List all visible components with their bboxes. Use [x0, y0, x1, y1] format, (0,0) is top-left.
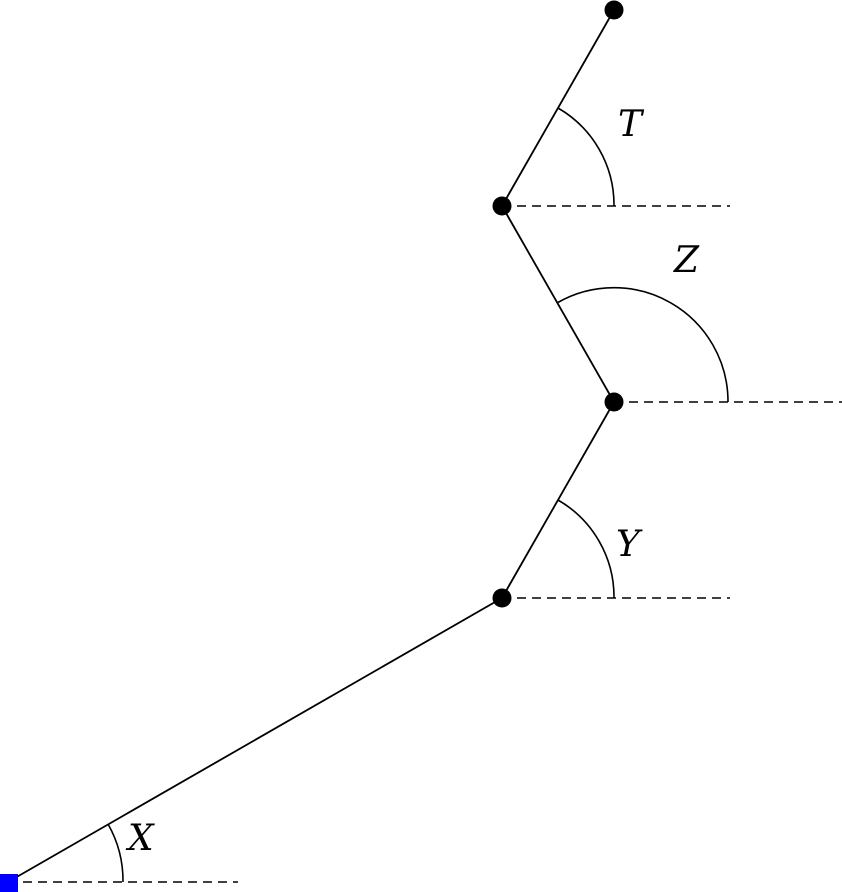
angle-arc-z: [556, 286, 729, 403]
base-square: [0, 874, 18, 892]
angle-label-y: Y: [616, 524, 643, 565]
angle-label-x: X: [125, 818, 155, 859]
angle-arcs: [107, 107, 729, 883]
angle-arc-y: [557, 499, 615, 599]
joints: [492, 0, 624, 608]
link-1: [7, 597, 503, 883]
end-effector-joint: [604, 0, 624, 20]
angle-arc-x: [107, 823, 124, 883]
joint-1: [492, 588, 512, 608]
joint-2: [604, 392, 624, 412]
angle-label-z: Z: [673, 240, 700, 281]
arm-links: [7, 9, 615, 883]
reference-lines: [8, 205, 842, 883]
angle-arc-t: [557, 107, 615, 207]
angle-label-t: T: [618, 104, 645, 145]
joint-3: [492, 196, 512, 216]
link-3: [501, 205, 615, 403]
